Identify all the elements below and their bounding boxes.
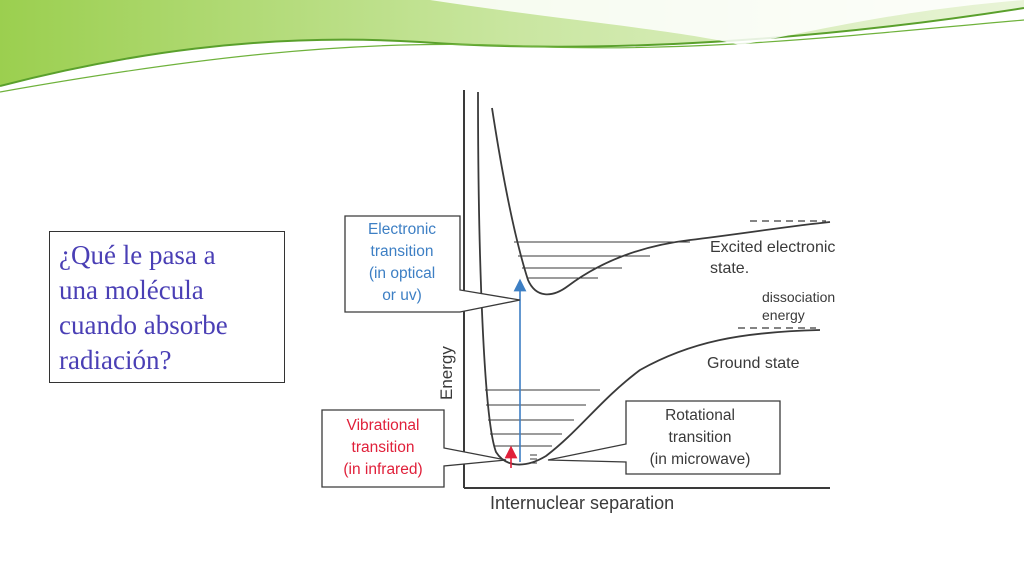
excited-vibrational-levels [514, 241, 690, 279]
ground-state-curve [477, 91, 821, 466]
electronic-callout-line1: Electronic [368, 221, 436, 238]
rotational-callout-line3: (in microwave) [650, 451, 751, 468]
rotational-callout: Rotational transition (in microwave) [547, 400, 781, 475]
rotational-callout-line2: transition [669, 429, 732, 446]
dissociation-label-line1: dissociation [762, 289, 835, 305]
vibrational-callout-line3: (in infrared) [343, 461, 422, 478]
question-box: ¿Qué le pasa a una molécula cuando absor… [49, 231, 285, 383]
rotational-callout-line1: Rotational [665, 407, 735, 424]
excited-state-curve [491, 107, 831, 296]
rotational-levels-icon [530, 454, 537, 464]
excited-label-line2: state. [710, 260, 749, 277]
ground-state-label: Ground state [707, 355, 800, 372]
y-axis-label: Energy [437, 346, 456, 400]
wave-stroke [0, 7, 1024, 87]
electronic-callout-line3: (in optical [369, 265, 435, 282]
electronic-callout-line4: or uv) [382, 287, 422, 304]
excited-label-line1: Excited electronic [710, 239, 835, 256]
question-line-4: radiación? [59, 345, 172, 375]
vibrational-callout-line2: transition [352, 439, 415, 456]
wave-stroke-thin [0, 19, 1024, 93]
question-line-3: cuando absorbe [59, 310, 228, 340]
electronic-callout: Electronic transition (in optical or uv) [344, 215, 521, 313]
question-line-2: una molécula [59, 275, 204, 305]
wave-highlight [430, 0, 1024, 45]
ground-vibrational-levels [485, 389, 600, 447]
question-line-1: ¿Qué le pasa a [59, 240, 216, 270]
dissociation-label-line2: energy [762, 307, 805, 323]
x-axis-label: Internuclear separation [490, 493, 674, 513]
vibrational-callout: Vibrational transition (in infrared) [321, 409, 507, 488]
electronic-callout-line2: transition [371, 243, 434, 260]
vibrational-callout-line1: Vibrational [347, 417, 420, 434]
decorative-wave-banner [0, 0, 1024, 93]
